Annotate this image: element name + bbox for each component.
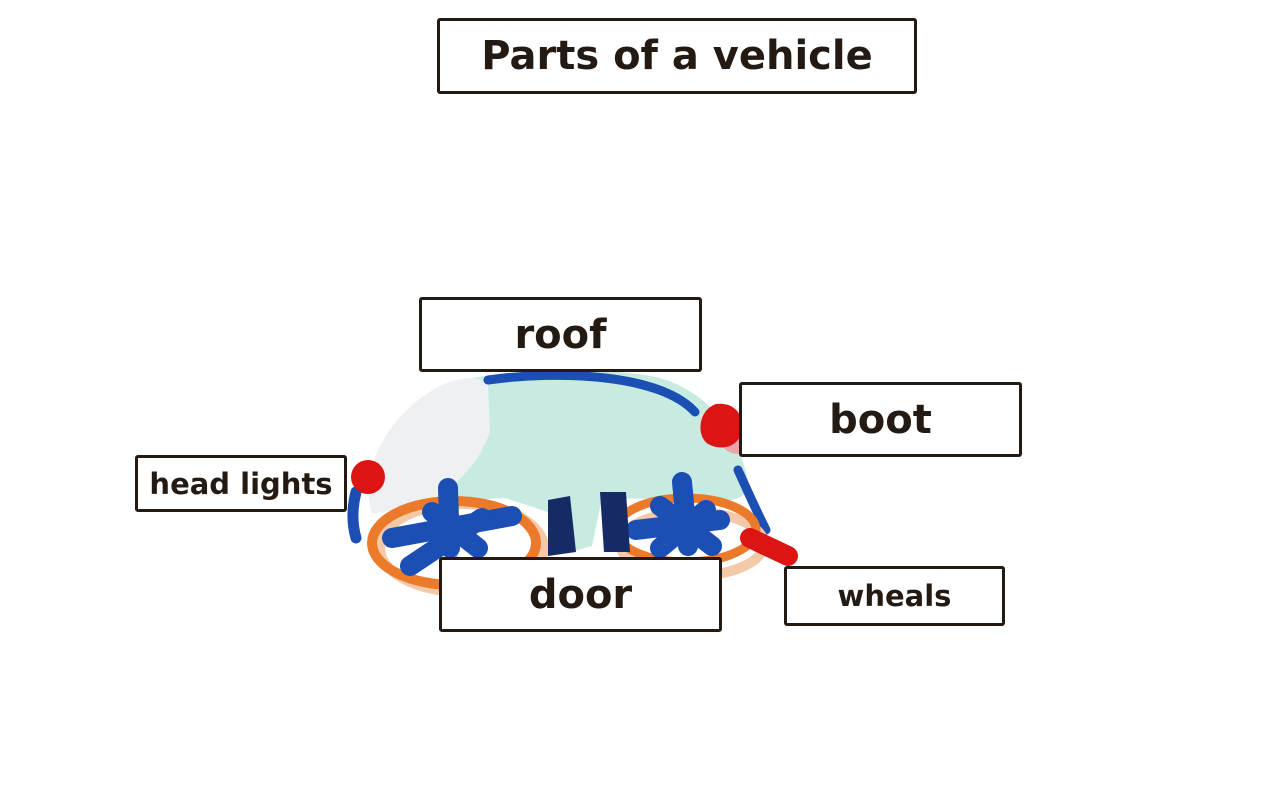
roof-outline <box>483 370 700 417</box>
rear-outline <box>733 465 771 535</box>
label-wheals: wheals <box>784 566 1005 626</box>
boot-light <box>700 403 743 448</box>
windshield <box>368 378 490 514</box>
front-spokes <box>382 478 522 576</box>
label-head-lights: head lights <box>135 455 347 512</box>
rear-spokes <box>626 472 730 558</box>
label-boot: boot <box>739 382 1022 457</box>
diagram-title: Parts of a vehicle <box>437 18 917 94</box>
front-outline <box>347 486 362 544</box>
label-door: door <box>439 557 722 632</box>
door-shapes <box>548 492 630 556</box>
label-roof: roof <box>419 297 702 372</box>
head-light <box>351 460 385 494</box>
rear-light <box>740 528 798 566</box>
